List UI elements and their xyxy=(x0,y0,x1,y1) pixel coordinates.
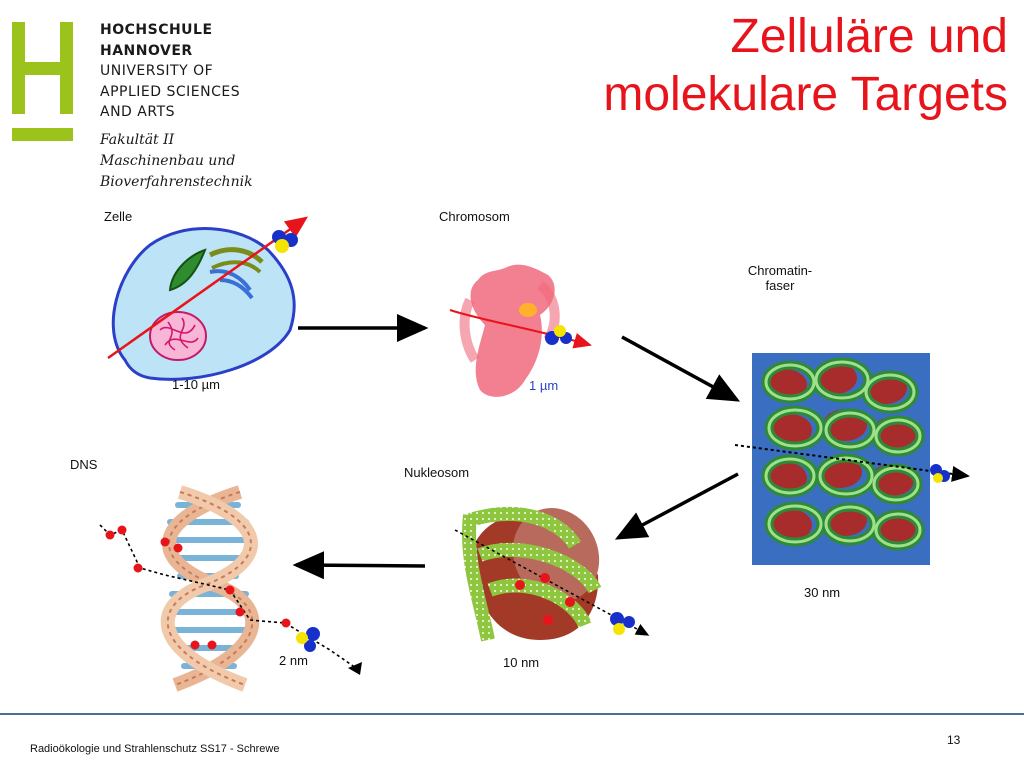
cell-illustration xyxy=(107,216,309,381)
title-line-1: Zelluläre und xyxy=(730,10,1009,63)
scale-chromosome: 1 µm xyxy=(529,378,559,393)
university-name: HOCHSCHULE HANNOVER UNIVERSITY OF APPLIE… xyxy=(100,20,240,123)
arrow-chromatin-to-nucleosome xyxy=(614,472,739,540)
chromosome-illustration xyxy=(449,264,592,397)
label-dna: DNS xyxy=(70,457,98,472)
label-chromatin-line-2: faser xyxy=(765,278,795,293)
faculty-name: Fakultät II Maschinenbau und Bioverfahre… xyxy=(100,130,253,193)
logo-line-2: HANNOVER xyxy=(100,42,193,59)
faculty-line-1: Fakultät II xyxy=(100,132,175,148)
particle-icon xyxy=(930,464,950,483)
university-logo xyxy=(12,22,73,141)
particle-icon xyxy=(545,325,572,345)
label-cell: Zelle xyxy=(104,209,133,224)
slide-title: Zelluläre und molekulare Targets xyxy=(603,8,1008,124)
label-nucleosome: Nukleosom xyxy=(404,465,470,480)
faculty-line-3: Bioverfahrenstechnik xyxy=(100,174,253,190)
logo-line-4: APPLIED SCIENCES xyxy=(100,83,241,100)
scale-chromatin: 30 nm xyxy=(804,585,841,600)
footer-divider xyxy=(0,713,1024,715)
faculty-line-2: Maschinenbau und xyxy=(100,153,236,169)
particle-icon xyxy=(610,612,635,635)
footer-text: Radioökologie und Strahlenschutz SS17 - … xyxy=(30,743,280,755)
scale-nucleosome: 10 nm xyxy=(503,655,540,670)
label-chromatin: Chromatin- faser xyxy=(734,263,826,293)
chromatin-illustration xyxy=(734,353,970,565)
logo-line-5: AND ARTS xyxy=(100,104,176,120)
label-chromosome: Chromosom xyxy=(439,209,510,224)
scale-cell: 1-10 µm xyxy=(172,377,220,392)
title-line-2: molekulare Targets xyxy=(603,68,1008,121)
dna-illustration xyxy=(99,485,362,692)
logo-line-3: UNIVERSITY OF xyxy=(100,63,214,79)
particle-icon xyxy=(296,627,320,652)
page-number: 13 xyxy=(947,733,961,747)
arrow-chromosome-to-chromatin xyxy=(621,335,741,402)
scale-dna: 2 nm xyxy=(279,653,308,668)
label-chromatin-line-1: Chromatin- xyxy=(747,263,813,278)
arrow-nucleosome-to-dna xyxy=(292,551,426,580)
particle-icon xyxy=(272,230,298,253)
logo-line-1: HOCHSCHULE xyxy=(100,22,213,38)
nucleosome-illustration xyxy=(454,507,650,642)
